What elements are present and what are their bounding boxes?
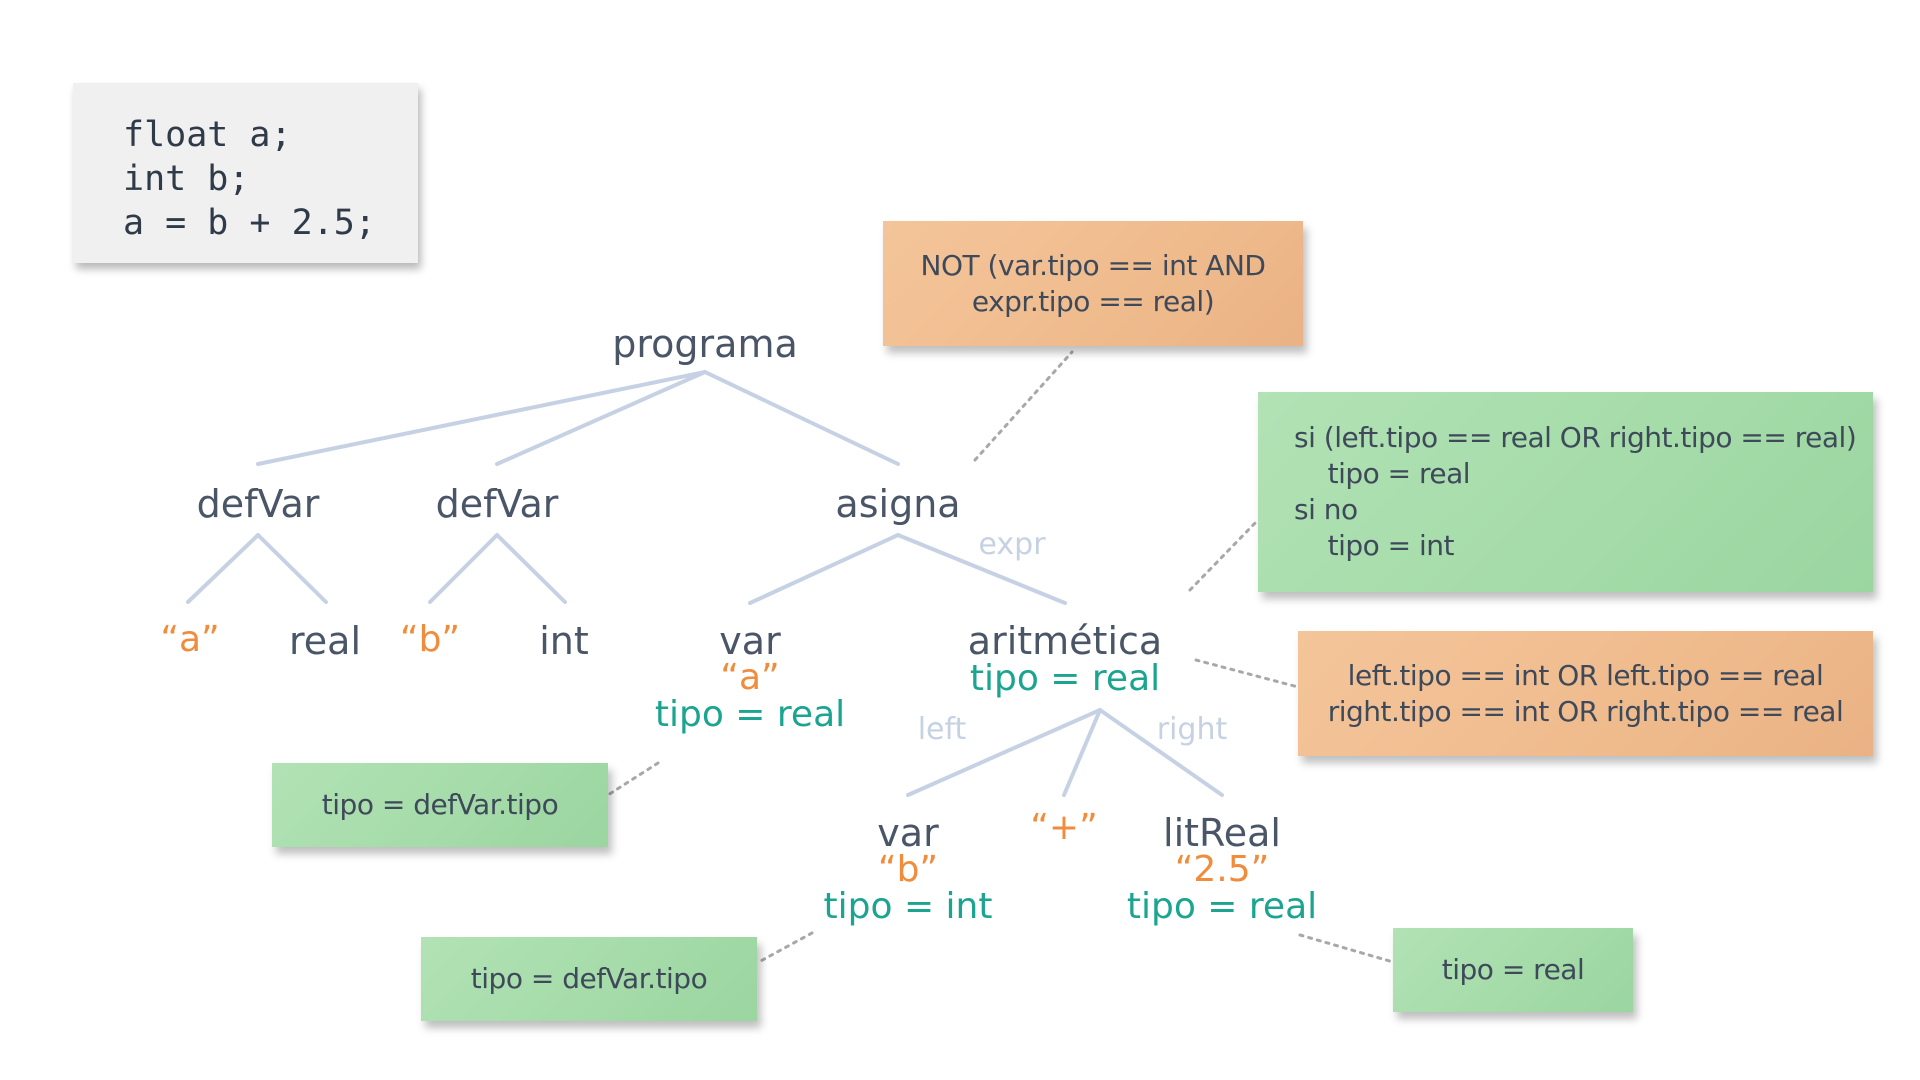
note-constraint-line-2: right.tipo == int OR right.tipo == real (1327, 694, 1844, 728)
node-var-b-attr: tipo = int (823, 886, 993, 927)
edge-defvar2-b (428, 533, 499, 604)
node-plus: “+” (1030, 810, 1097, 846)
connector-var-b-note (755, 931, 814, 965)
code-snippet-card: float a; int b; a = b + 2.5; (73, 83, 418, 263)
node-litreal-label: litReal (1163, 811, 1281, 855)
node-defvar-a-type: real (289, 622, 361, 660)
node-var-b-name: “b” (877, 849, 939, 890)
note-var-a-rule: tipo = defVar.tipo (272, 763, 608, 847)
node-defvar-b-type: int (539, 622, 589, 660)
edge-asigna-var (748, 533, 900, 605)
node-asigna-label: asigna (835, 482, 961, 526)
edge-programa-defvar1 (256, 370, 707, 466)
note-litreal-rule: tipo = real (1393, 928, 1633, 1012)
connector-aritmetica-rule (1188, 518, 1260, 592)
node-var-a: var “a” tipo = real (655, 622, 845, 733)
note-var-b-text: tipo = defVar.tipo (470, 962, 708, 995)
edge-label-left: left (917, 712, 967, 747)
defvar-b-type-label: int (539, 619, 589, 663)
node-var-b-label: var (877, 811, 939, 855)
node-defvar-a-name: “a” (160, 622, 219, 658)
node-defvar-a: defVar (197, 485, 320, 523)
node-aritmetica-label: aritmética (967, 619, 1163, 663)
edge-label-right: right (1156, 712, 1228, 747)
node-asigna: asigna (835, 485, 960, 523)
note-asigna-line-1: NOT (var.tipo == int AND (920, 248, 1266, 282)
node-defvar-a-label: defVar (196, 482, 320, 526)
connector-litreal-note (1298, 933, 1395, 964)
connector-asigna-note (973, 350, 1074, 462)
node-var-a-label: var (719, 619, 781, 663)
node-var-a-attr: tipo = real (654, 694, 846, 735)
node-var-a-name: “a” (720, 657, 780, 698)
defvar-b-name-value: “b” (399, 619, 461, 660)
note-asigna-line-2: expr.tipo == real) (971, 284, 1215, 318)
defvar-a-name-value: “a” (160, 619, 220, 660)
note-litreal-text: tipo = real (1441, 953, 1585, 986)
edge-defvar1-real (256, 533, 328, 604)
node-defvar-b: defVar (436, 485, 559, 523)
note-var-b-rule: tipo = defVar.tipo (421, 937, 757, 1021)
node-programa-label: programa (612, 322, 798, 366)
node-var-b: var “b” tipo = int (824, 814, 993, 925)
node-defvar-b-label: defVar (435, 482, 559, 526)
node-litreal-attr: tipo = real (1126, 886, 1318, 927)
note-rule-line-4: tipo = int (1294, 529, 1455, 562)
note-var-a-text: tipo = defVar.tipo (321, 788, 559, 821)
edge-aritmetica-plus (1062, 708, 1102, 797)
connector-aritmetica-constraint (1194, 658, 1300, 689)
edge-aritmetica-litreal (1098, 708, 1224, 797)
node-aritmetica-attr: tipo = real (969, 658, 1161, 699)
edge-programa-defvar2 (495, 370, 707, 466)
node-aritmetica: aritmética tipo = real (968, 622, 1162, 697)
node-programa: programa (612, 325, 798, 363)
note-constraint-line-1: left.tipo == int OR left.tipo == real (1347, 658, 1824, 692)
note-aritmetica-constraint: left.tipo == int OR left.tipo == real ri… (1298, 631, 1873, 756)
edge-defvar2-int (495, 533, 567, 604)
edge-aritmetica-var (906, 708, 1102, 797)
node-litreal: litReal “2.5” tipo = real (1127, 814, 1317, 925)
connector-var-a-note (606, 761, 660, 797)
edge-label-expr: expr (978, 527, 1046, 562)
note-aritmetica-rule: si (left.tipo == real OR right.tipo == r… (1258, 392, 1873, 592)
edge-defvar1-a (186, 533, 260, 604)
note-asigna-constraint: NOT (var.tipo == int AND expr.tipo == re… (883, 221, 1303, 346)
note-rule-line-3: si no (1294, 493, 1358, 526)
code-line-3: a = b + 2.5; (123, 203, 376, 243)
code-line-2: int b; (123, 159, 250, 199)
defvar-a-type-label: real (288, 619, 362, 663)
edge-asigna-aritmetica (896, 533, 1067, 605)
edge-programa-asigna (703, 370, 900, 466)
node-litreal-value: “2.5” (1174, 849, 1270, 890)
note-rule-line-1: si (left.tipo == real OR right.tipo == r… (1294, 421, 1857, 454)
code-line-1: float a; (123, 115, 292, 155)
node-defvar-b-name: “b” (400, 622, 460, 658)
note-rule-line-2: tipo = real (1294, 457, 1471, 490)
node-plus-value: “+” (1030, 807, 1098, 848)
